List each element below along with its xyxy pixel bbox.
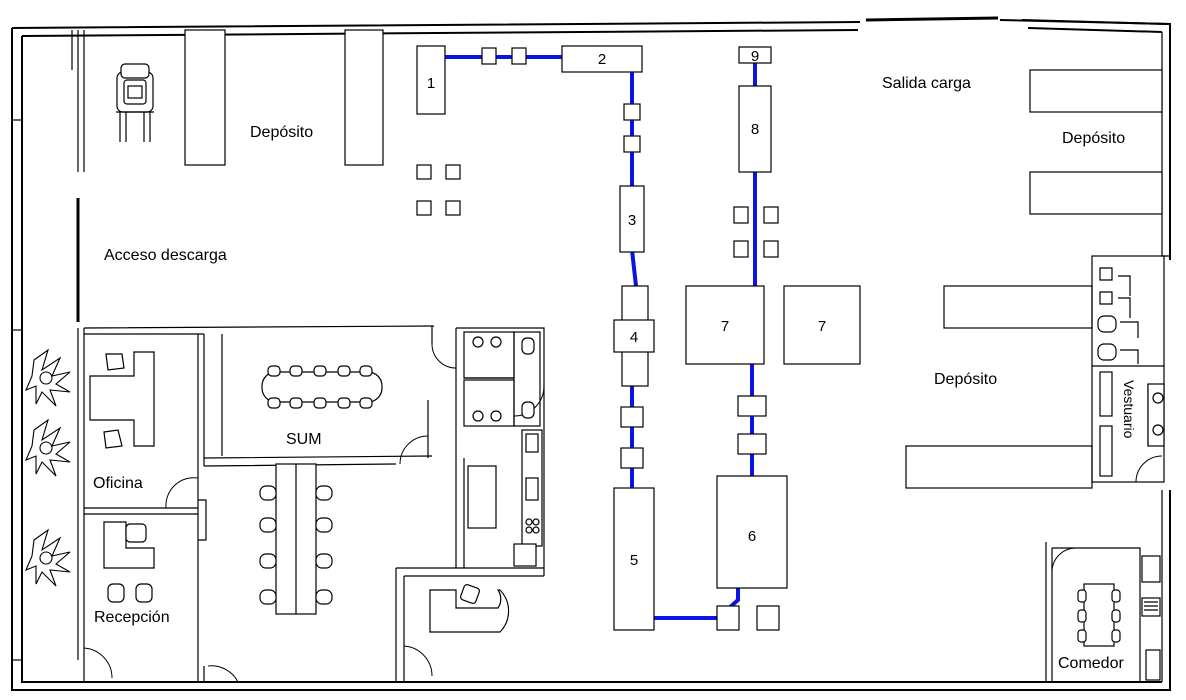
- room-label-comedor: Comedor: [1058, 655, 1124, 672]
- long-table: [259, 463, 333, 615]
- machine-6: 6: [716, 475, 788, 589]
- machine-4-label: 4: [630, 329, 638, 346]
- machine-7a: 7: [685, 285, 765, 365]
- counter-curved: [429, 583, 510, 633]
- machine-8-label: 8: [751, 121, 759, 138]
- shelving-deposito-left: [184, 29, 384, 166]
- machine-5: 5: [613, 487, 655, 631]
- toilets-block: [463, 331, 541, 427]
- room-label-acceso-descarga: Acceso descarga: [104, 247, 227, 264]
- sum-meeting-table: [261, 365, 383, 409]
- machine-2-label: 2: [598, 51, 606, 68]
- machine-1: 1: [416, 45, 446, 115]
- office-block-walls: [83, 325, 545, 682]
- room-label-sum: SUM: [286, 431, 322, 448]
- machine-7b-label: 7: [818, 318, 826, 335]
- comedor-room: [1045, 542, 1161, 682]
- kitchen: [467, 429, 543, 567]
- machine-9-label: 9: [751, 48, 759, 65]
- plant-icon-1: [24, 348, 71, 407]
- conveyor-3-4: [630, 249, 638, 287]
- machine-3-label: 3: [628, 212, 636, 229]
- machine-4: 4: [613, 285, 655, 387]
- machine-9: 9: [738, 46, 772, 65]
- machine-7a-label: 7: [721, 318, 729, 335]
- oficina-desk: [89, 351, 155, 449]
- machine-2: 2: [561, 45, 643, 73]
- doors: [83, 343, 545, 683]
- left-column-walls: [71, 30, 85, 660]
- room-label-salida-carga: Salida carga: [882, 75, 971, 92]
- machine-7b: 7: [783, 285, 861, 365]
- machine-6-label: 6: [748, 528, 756, 545]
- machine-8: 8: [738, 85, 772, 173]
- plant-icon-2: [24, 418, 71, 477]
- vestuario-room: [1091, 255, 1165, 483]
- machine-1-label: 1: [427, 75, 435, 92]
- room-label-oficina: Oficina: [93, 475, 143, 492]
- room-label-deposito-right-top: Depósito: [1062, 130, 1125, 147]
- forklift-icon: [116, 63, 154, 142]
- conveyor-lines: [444, 55, 757, 620]
- room-label-deposito-right-mid: Depósito: [934, 371, 997, 388]
- outer-walls: [11, 16, 1171, 691]
- machine-5-label: 5: [630, 552, 638, 569]
- machine-3: 3: [619, 185, 645, 253]
- shelving-deposito-right: [905, 69, 1163, 489]
- room-label-recepcion: Recepción: [94, 609, 170, 626]
- plant-icon-3: [24, 528, 71, 587]
- recepcion-desk: [103, 521, 155, 603]
- room-label-deposito-left: Depósito: [250, 124, 313, 141]
- conveyor-connectors: [481, 47, 780, 631]
- room-label-vestuario: Vestuario: [1121, 380, 1137, 439]
- pallet-squares-top: [416, 164, 779, 258]
